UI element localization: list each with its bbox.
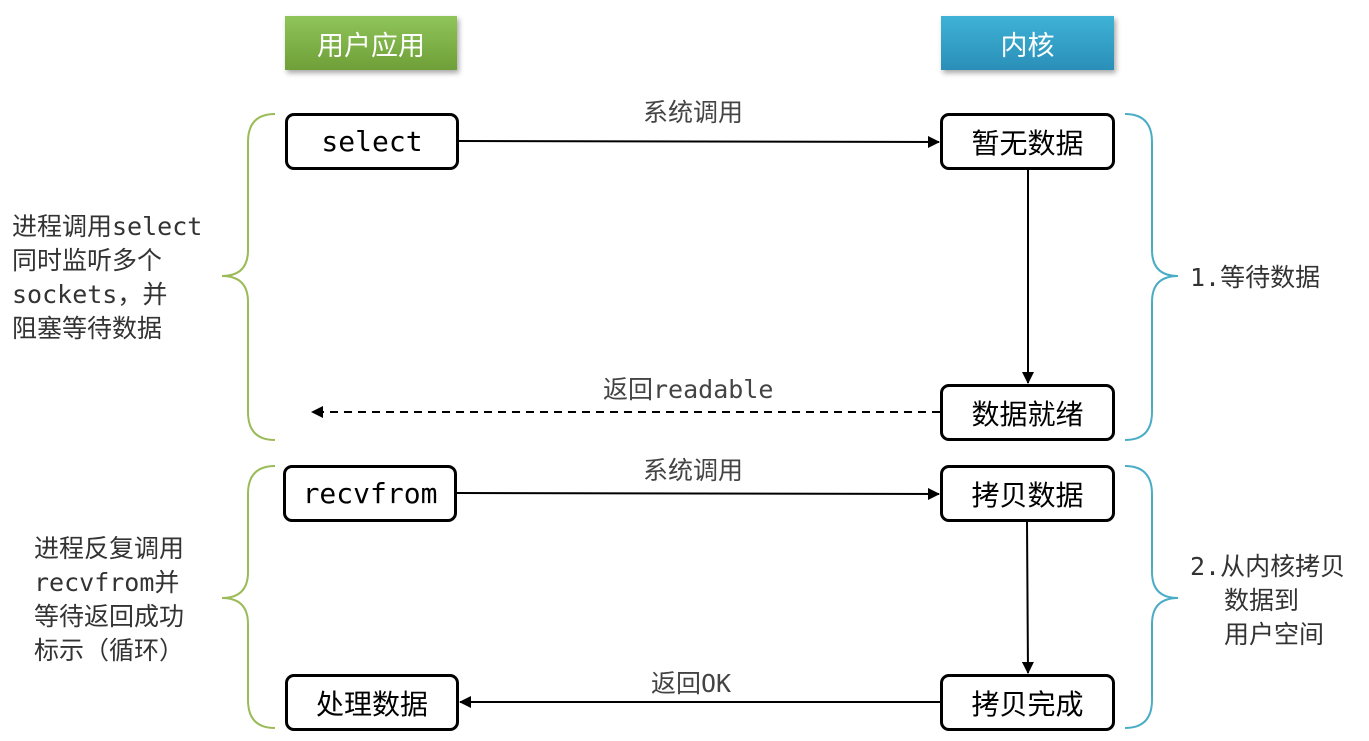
return-readable-label: 返回readable bbox=[603, 375, 774, 404]
right-brace-1 bbox=[1124, 113, 1179, 441]
syscall-arrow-1 bbox=[457, 135, 940, 148]
user-app-header: 用户应用 bbox=[285, 16, 457, 70]
select-box: select bbox=[285, 113, 459, 170]
copy-done-box: 拷贝完成 bbox=[940, 674, 1115, 731]
left-note-phase1: 进程调用select 同时监听多个 sockets，并 阻塞等待数据 bbox=[12, 212, 203, 343]
process-data-box: 处理数据 bbox=[285, 674, 459, 731]
left-note-phase2: 进程反复调用 recvfrom并 等待返回成功 标示（循环） bbox=[34, 534, 185, 665]
left-brace-2 bbox=[221, 465, 276, 729]
copy-data-box: 拷贝数据 bbox=[940, 465, 1115, 522]
return-ok-label: 返回OK bbox=[651, 669, 732, 698]
copy-arrow bbox=[1021, 521, 1034, 674]
right-note-phase1: 1.等待数据 bbox=[1190, 263, 1321, 292]
data-ready-box: 数据就绪 bbox=[940, 384, 1115, 441]
kernel-header: 内核 bbox=[941, 16, 1114, 70]
left-brace-1 bbox=[221, 113, 276, 441]
syscall-arrow-2 bbox=[455, 487, 940, 500]
right-note-phase2: 2.从内核拷贝 数据到 用户空间 bbox=[1190, 552, 1346, 649]
no-data-box: 暂无数据 bbox=[940, 113, 1115, 170]
recvfrom-box: recvfrom bbox=[283, 465, 457, 522]
syscall-label-2: 系统调用 bbox=[643, 456, 744, 485]
syscall-label-1: 系统调用 bbox=[643, 98, 744, 127]
right-brace-2 bbox=[1124, 465, 1179, 729]
